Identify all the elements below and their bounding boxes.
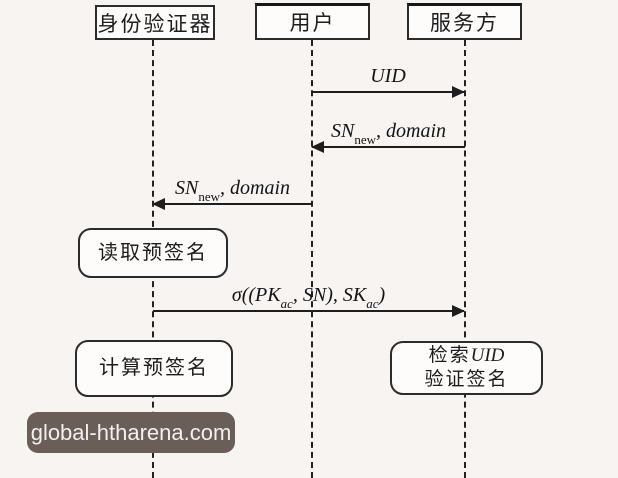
- message-uid: UID: [312, 63, 465, 98]
- activity-compute-presignature: 计算预签名: [75, 340, 233, 397]
- message-sigma-signature: σ((PKac, SN), SKac): [153, 282, 465, 317]
- message-sigma-signature-arrow: [153, 305, 465, 317]
- activity-retrieve-uid-line1: 检索UID: [428, 345, 505, 367]
- message-uid-label: UID: [370, 65, 406, 87]
- activity-read-presignature: 读取预签名: [78, 228, 228, 278]
- watermark-badge: global-htharena.com: [27, 412, 235, 453]
- activity-retrieve-uid-verify-signature: 检索UID 验证签名: [390, 341, 543, 395]
- actor-box-service-provider: 服务方: [407, 3, 522, 40]
- message-snnew-domain-to-verifier: SNnew, domain: [152, 175, 312, 210]
- actor-label-user: 用户: [289, 11, 336, 35]
- actor-box-user: 用户: [255, 3, 370, 40]
- lifeline-user: [311, 40, 313, 478]
- message-sigma-signature-label: σ((PKac, SN), SKac): [231, 284, 386, 311]
- message-snnew-domain-to-user-label: SNnew, domain: [330, 120, 446, 147]
- actor-label-identity-verifier: 身份验证器: [97, 11, 213, 36]
- actor-box-identity-verifier: 身份验证器: [95, 5, 215, 40]
- lifeline-service-provider: [464, 40, 466, 478]
- activity-read-presignature-label: 读取预签名: [98, 241, 208, 264]
- watermark-text: global-htharena.com: [30, 419, 232, 445]
- actor-label-service-provider: 服务方: [430, 11, 499, 35]
- message-snnew-domain-to-user: SNnew, domain: [311, 118, 465, 153]
- message-snnew-domain-to-user-arrow: [311, 141, 465, 153]
- message-snnew-domain-to-verifier-label: SNnew, domain: [174, 177, 290, 204]
- message-snnew-domain-to-verifier-arrow: [152, 198, 312, 210]
- activity-compute-presignature-label: 计算预签名: [99, 357, 209, 379]
- activity-verify-signature-line2: 验证签名: [424, 369, 509, 390]
- message-uid-arrow: [312, 86, 465, 98]
